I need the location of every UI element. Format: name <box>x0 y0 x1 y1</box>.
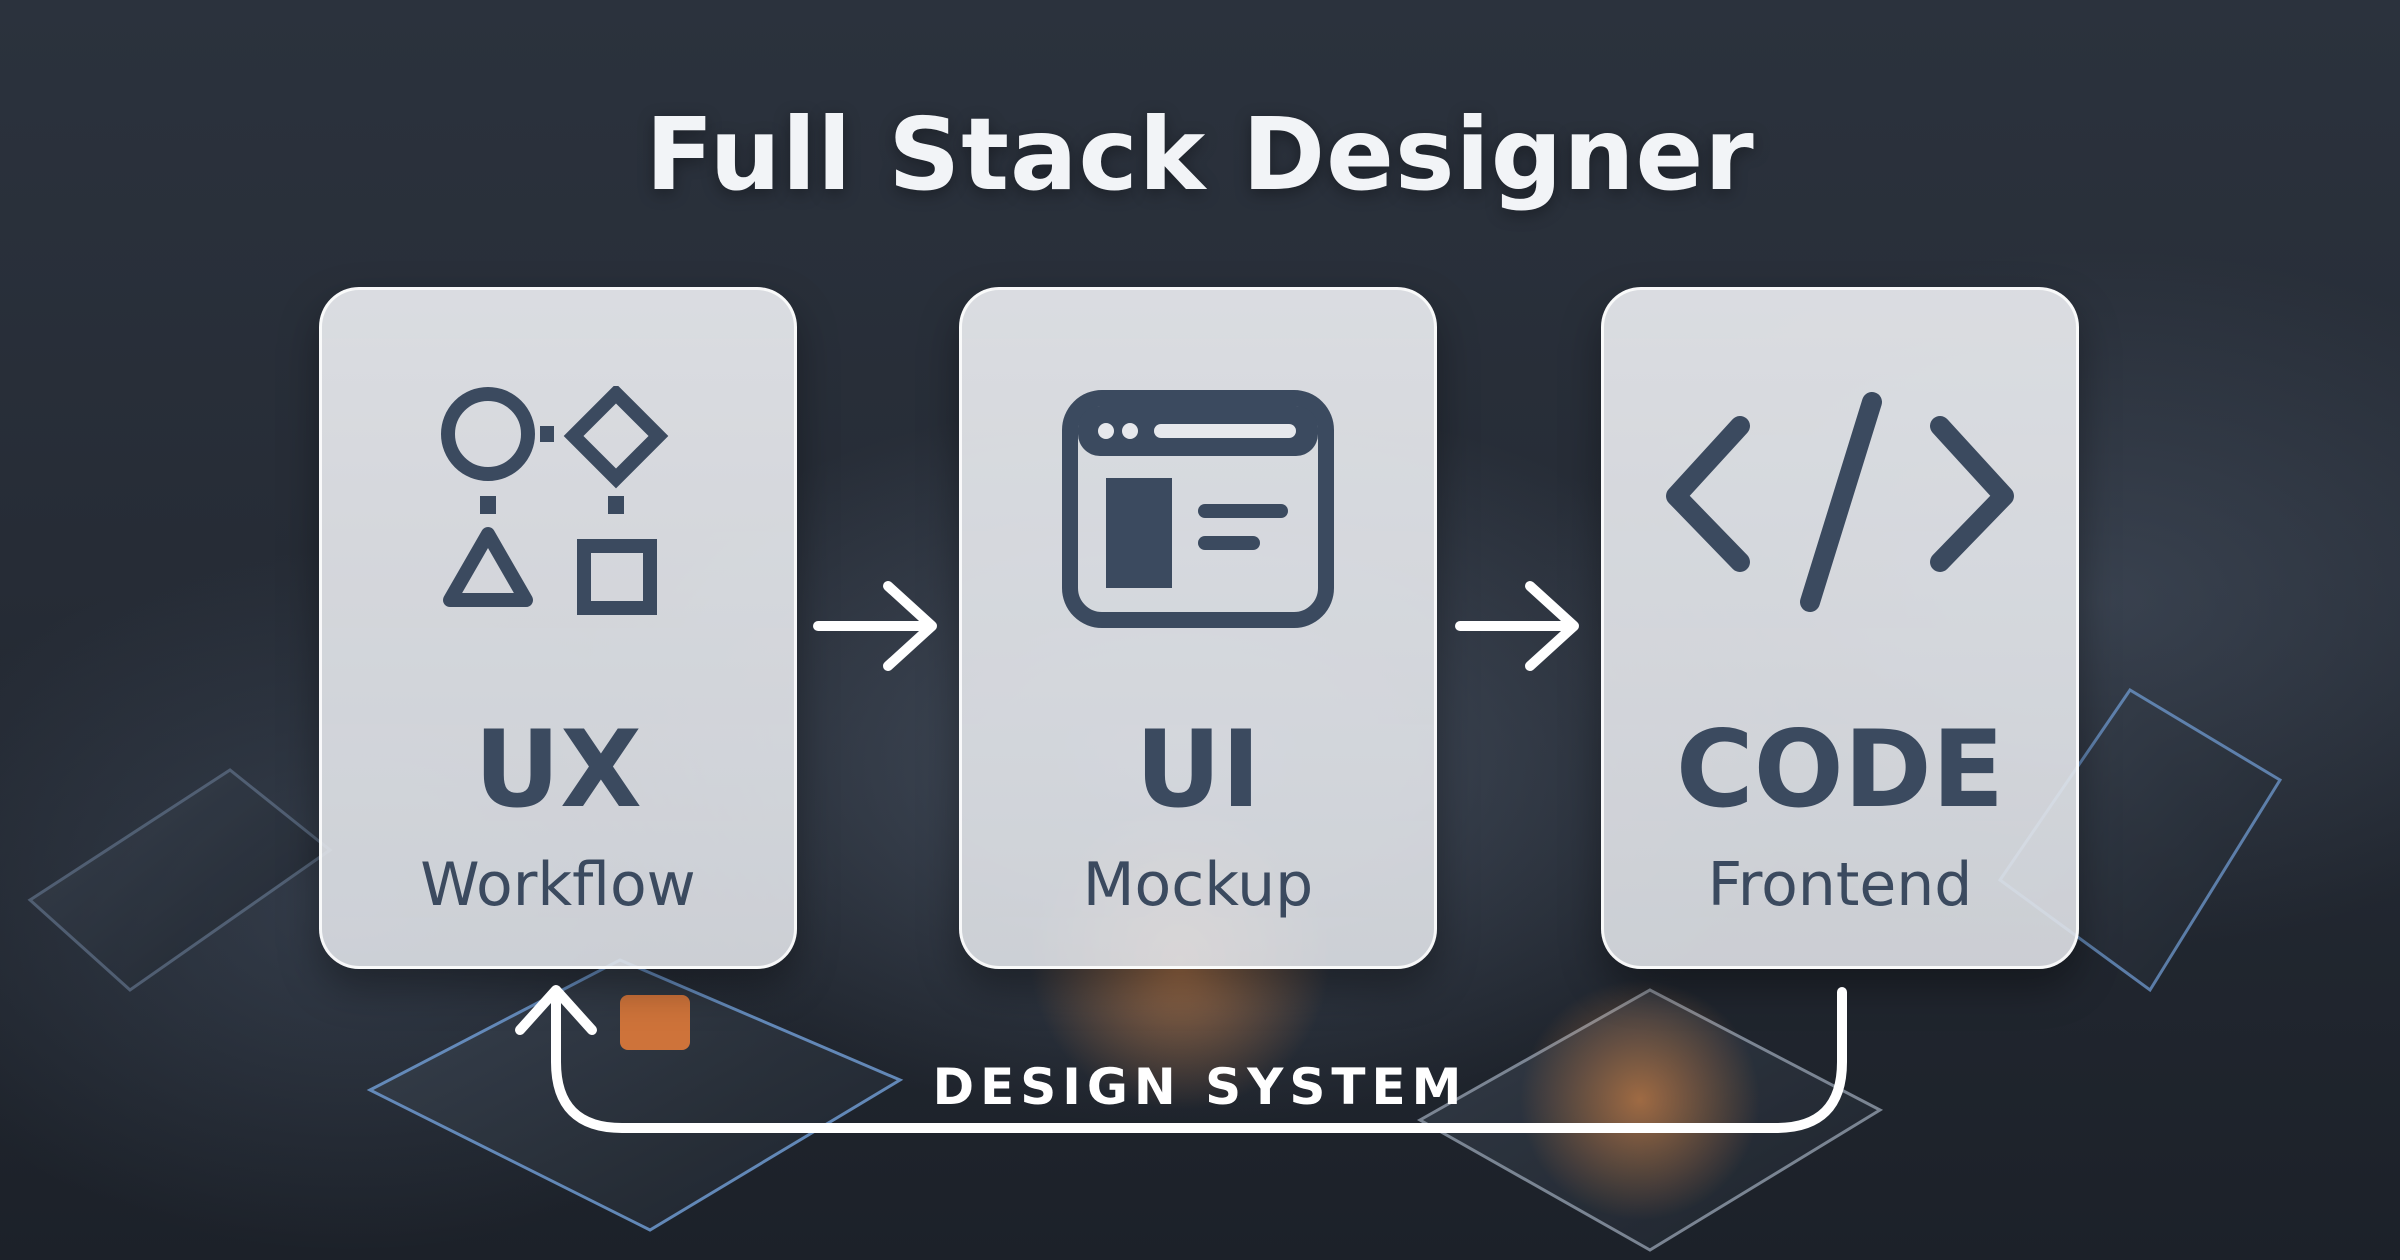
background-tile-bottom-left <box>366 958 904 1232</box>
background-tile-bottom-right <box>1416 980 1884 1252</box>
code-brackets-icon <box>1604 386 2076 646</box>
step-card-code: CODE Frontend <box>1601 287 2079 969</box>
step-label: UI <box>1135 708 1261 831</box>
step-sublabel: Mockup <box>1082 850 1314 920</box>
page-title: Full Stack Designer <box>645 96 1755 213</box>
step-card-ui: UI Mockup <box>959 287 1437 969</box>
arrow-ux-to-ui-icon <box>813 581 937 671</box>
browser-window-icon <box>962 386 1434 646</box>
step-label: CODE <box>1675 708 2005 831</box>
step-card-ux: UX Workflow <box>319 287 797 969</box>
loop-label: DESIGN SYSTEM <box>932 1058 1468 1116</box>
shapes-flow-icon <box>322 386 794 646</box>
step-sublabel: Workflow <box>420 850 696 920</box>
step-label: UX <box>474 708 642 831</box>
step-sublabel: Frontend <box>1707 850 1973 920</box>
arrow-ui-to-code-icon <box>1455 581 1579 671</box>
loop-back-arrow-icon <box>515 985 1847 1133</box>
